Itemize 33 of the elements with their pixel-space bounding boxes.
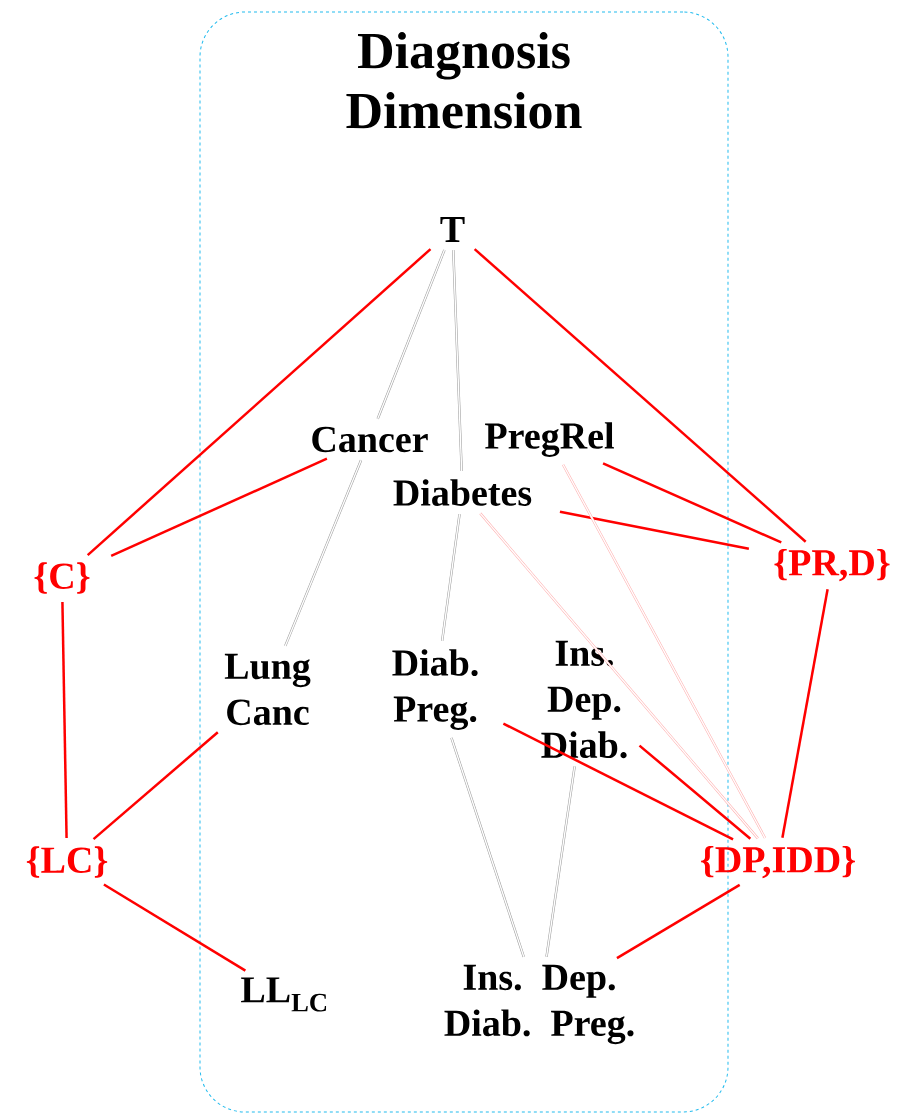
connector-line	[376, 249, 446, 420]
node-label: PregRel	[485, 422, 614, 457]
connector-line	[92, 731, 219, 841]
connector-line	[479, 512, 759, 840]
connector-line	[284, 459, 363, 647]
connector-line	[616, 883, 741, 960]
node-label: Diabetes	[393, 479, 532, 506]
connector-line	[103, 883, 247, 972]
connector-line	[473, 248, 807, 543]
connector-line	[61, 601, 68, 839]
connector-line	[86, 248, 432, 557]
node-label: Ins. Dep. Diab.	[541, 640, 627, 759]
connector-line	[781, 589, 829, 838]
set-label: {DP,IDD}	[701, 845, 855, 879]
node-label: LL$_{LC}$	[241, 977, 327, 1012]
connector-line	[602, 462, 782, 544]
connector-line	[452, 249, 463, 472]
connector-line	[110, 457, 328, 557]
set-label: {PR,D}	[774, 548, 890, 582]
connector-line	[440, 513, 461, 642]
set-label: {LC}	[26, 846, 108, 878]
connector-line	[638, 744, 752, 840]
connector-line	[559, 510, 750, 550]
node-label: Cancer	[312, 426, 428, 453]
set-label: {C}	[34, 562, 90, 594]
node-label: Lung Canc	[224, 653, 311, 726]
connector-line	[502, 722, 734, 841]
connector-line	[545, 765, 576, 958]
connector-line	[562, 464, 767, 839]
node-label: Ins. Dep. Diab. Preg.	[444, 964, 634, 1045]
node-label: T	[440, 217, 465, 242]
node-label: Diab. Preg.	[392, 649, 478, 730]
connector-line	[450, 737, 525, 958]
